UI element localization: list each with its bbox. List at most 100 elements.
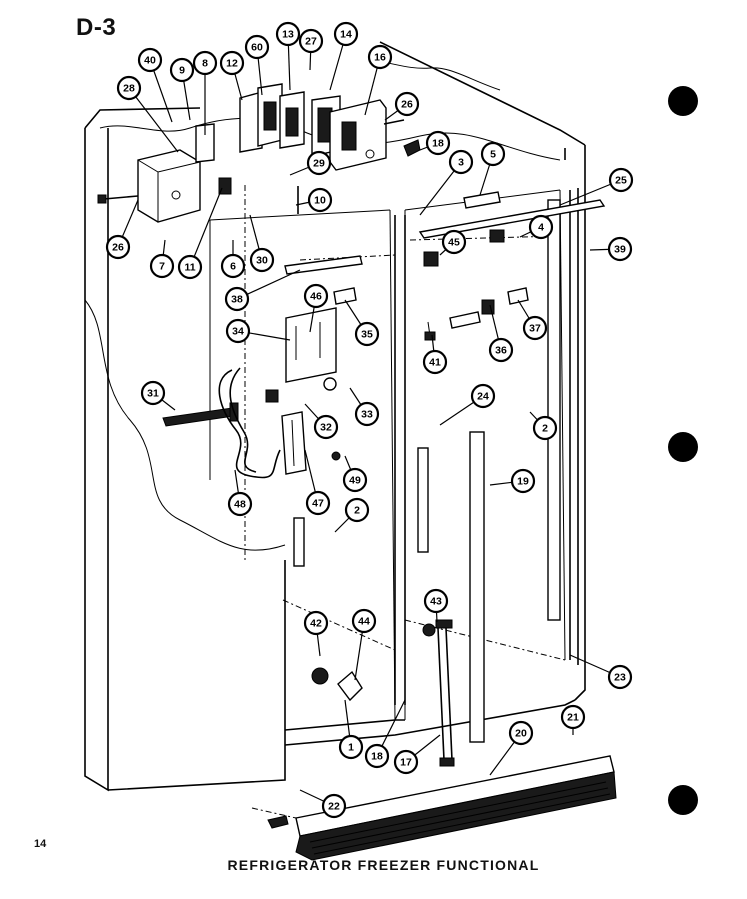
callout-circle	[220, 253, 246, 279]
callout-circle	[307, 187, 333, 213]
callout-circle	[448, 149, 474, 175]
fresh-food-components	[424, 287, 529, 767]
callout-circle	[522, 315, 548, 341]
callout-number: 26	[112, 242, 124, 254]
callout-number: 6	[230, 261, 236, 273]
callout-number: 21	[567, 712, 579, 724]
callout-number: 45	[448, 237, 460, 249]
callout-number: 18	[371, 751, 383, 763]
callout-circle	[508, 720, 534, 746]
callout-number: 47	[312, 498, 324, 510]
callout-7: 7	[149, 253, 175, 279]
callout-12: 12	[219, 50, 245, 76]
callout-21: 21	[560, 704, 586, 730]
callout-number: 9	[179, 65, 185, 77]
callout-circle	[275, 21, 301, 47]
callout-18: 18	[364, 743, 390, 769]
callout-number: 1	[348, 742, 354, 754]
callout-60: 60	[244, 34, 270, 60]
diagram-caption: REFRIGERATOR FREEZER FUNCTIONAL	[227, 857, 540, 873]
callout-circle	[354, 321, 380, 347]
callout-30: 30	[249, 247, 275, 273]
callout-1: 1	[338, 734, 364, 760]
callout-number: 18	[432, 138, 444, 150]
callout-circle	[169, 57, 195, 83]
callout-circle	[305, 490, 331, 516]
callout-8: 8	[192, 50, 218, 76]
callout-33: 33	[354, 401, 380, 427]
callout-number: 39	[614, 244, 626, 256]
callout-number: 10	[314, 195, 326, 207]
callout-44: 44	[351, 608, 377, 634]
callout-number: 49	[349, 475, 361, 487]
callout-number: 16	[374, 52, 386, 64]
callout-number: 35	[361, 329, 373, 341]
callout-circle	[249, 247, 275, 273]
callout-17: 17	[393, 749, 419, 775]
callout-circle	[532, 415, 558, 441]
callout-42: 42	[303, 610, 329, 636]
callout-circle	[149, 253, 175, 279]
callout-circle	[177, 254, 203, 280]
callout-13: 13	[275, 21, 301, 47]
callout-circle	[306, 150, 332, 176]
callout-number: 8	[202, 58, 208, 70]
callout-16: 16	[367, 44, 393, 70]
callout-number: 17	[400, 757, 412, 769]
callout-circle	[354, 401, 380, 427]
callout-26: 26	[394, 91, 420, 117]
callout-circle	[140, 380, 166, 406]
callout-18: 18	[425, 130, 451, 156]
callout-14: 14	[333, 21, 359, 47]
callout-circle	[224, 286, 250, 312]
strip-2-left	[293, 517, 305, 567]
callout-circle	[351, 608, 377, 634]
callout-26: 26	[105, 234, 131, 260]
strip-19	[469, 431, 485, 743]
callout-3: 3	[448, 149, 474, 175]
callout-37: 37	[522, 315, 548, 341]
callout-circle	[303, 283, 329, 309]
callout-10: 10	[307, 187, 333, 213]
callout-24: 24	[470, 383, 496, 409]
callout-circle	[137, 47, 163, 73]
callout-number: 37	[529, 323, 541, 335]
callout-29: 29	[306, 150, 332, 176]
callout-circle	[298, 28, 324, 54]
callout-number: 25	[615, 175, 627, 187]
freezer-components	[162, 255, 436, 702]
callout-circle	[470, 383, 496, 409]
callout-circle	[321, 793, 347, 819]
callout-19: 19	[510, 468, 536, 494]
callout-number: 2	[542, 423, 548, 435]
callout-20: 20	[508, 720, 534, 746]
callout-circle	[219, 50, 245, 76]
callout-38: 38	[224, 286, 250, 312]
binder-hole-middle	[668, 432, 698, 462]
callout-circle	[560, 704, 586, 730]
callout-circle	[105, 234, 131, 260]
callout-number: 41	[429, 357, 441, 369]
page-number: 14	[34, 838, 47, 850]
callout-circle	[394, 91, 420, 117]
callout-number: 19	[517, 476, 529, 488]
strip-2-right	[547, 199, 561, 621]
callout-2: 2	[532, 415, 558, 441]
leader-28	[128, 87, 179, 153]
strip-24	[417, 447, 429, 553]
callout-39: 39	[607, 236, 633, 262]
callout-31: 31	[140, 380, 166, 406]
callout-number: 38	[231, 294, 243, 306]
callout-circle	[393, 749, 419, 775]
callout-43: 43	[423, 588, 449, 614]
callout-number: 30	[256, 255, 268, 267]
callout-35: 35	[354, 321, 380, 347]
callout-circle	[116, 75, 142, 101]
callout-circle	[192, 50, 218, 76]
binder-hole-top	[668, 86, 698, 116]
callout-number: 31	[147, 388, 159, 400]
callout-25: 25	[608, 167, 634, 193]
callout-number: 48	[234, 499, 246, 511]
callout-46: 46	[303, 283, 329, 309]
callout-circle	[607, 236, 633, 262]
